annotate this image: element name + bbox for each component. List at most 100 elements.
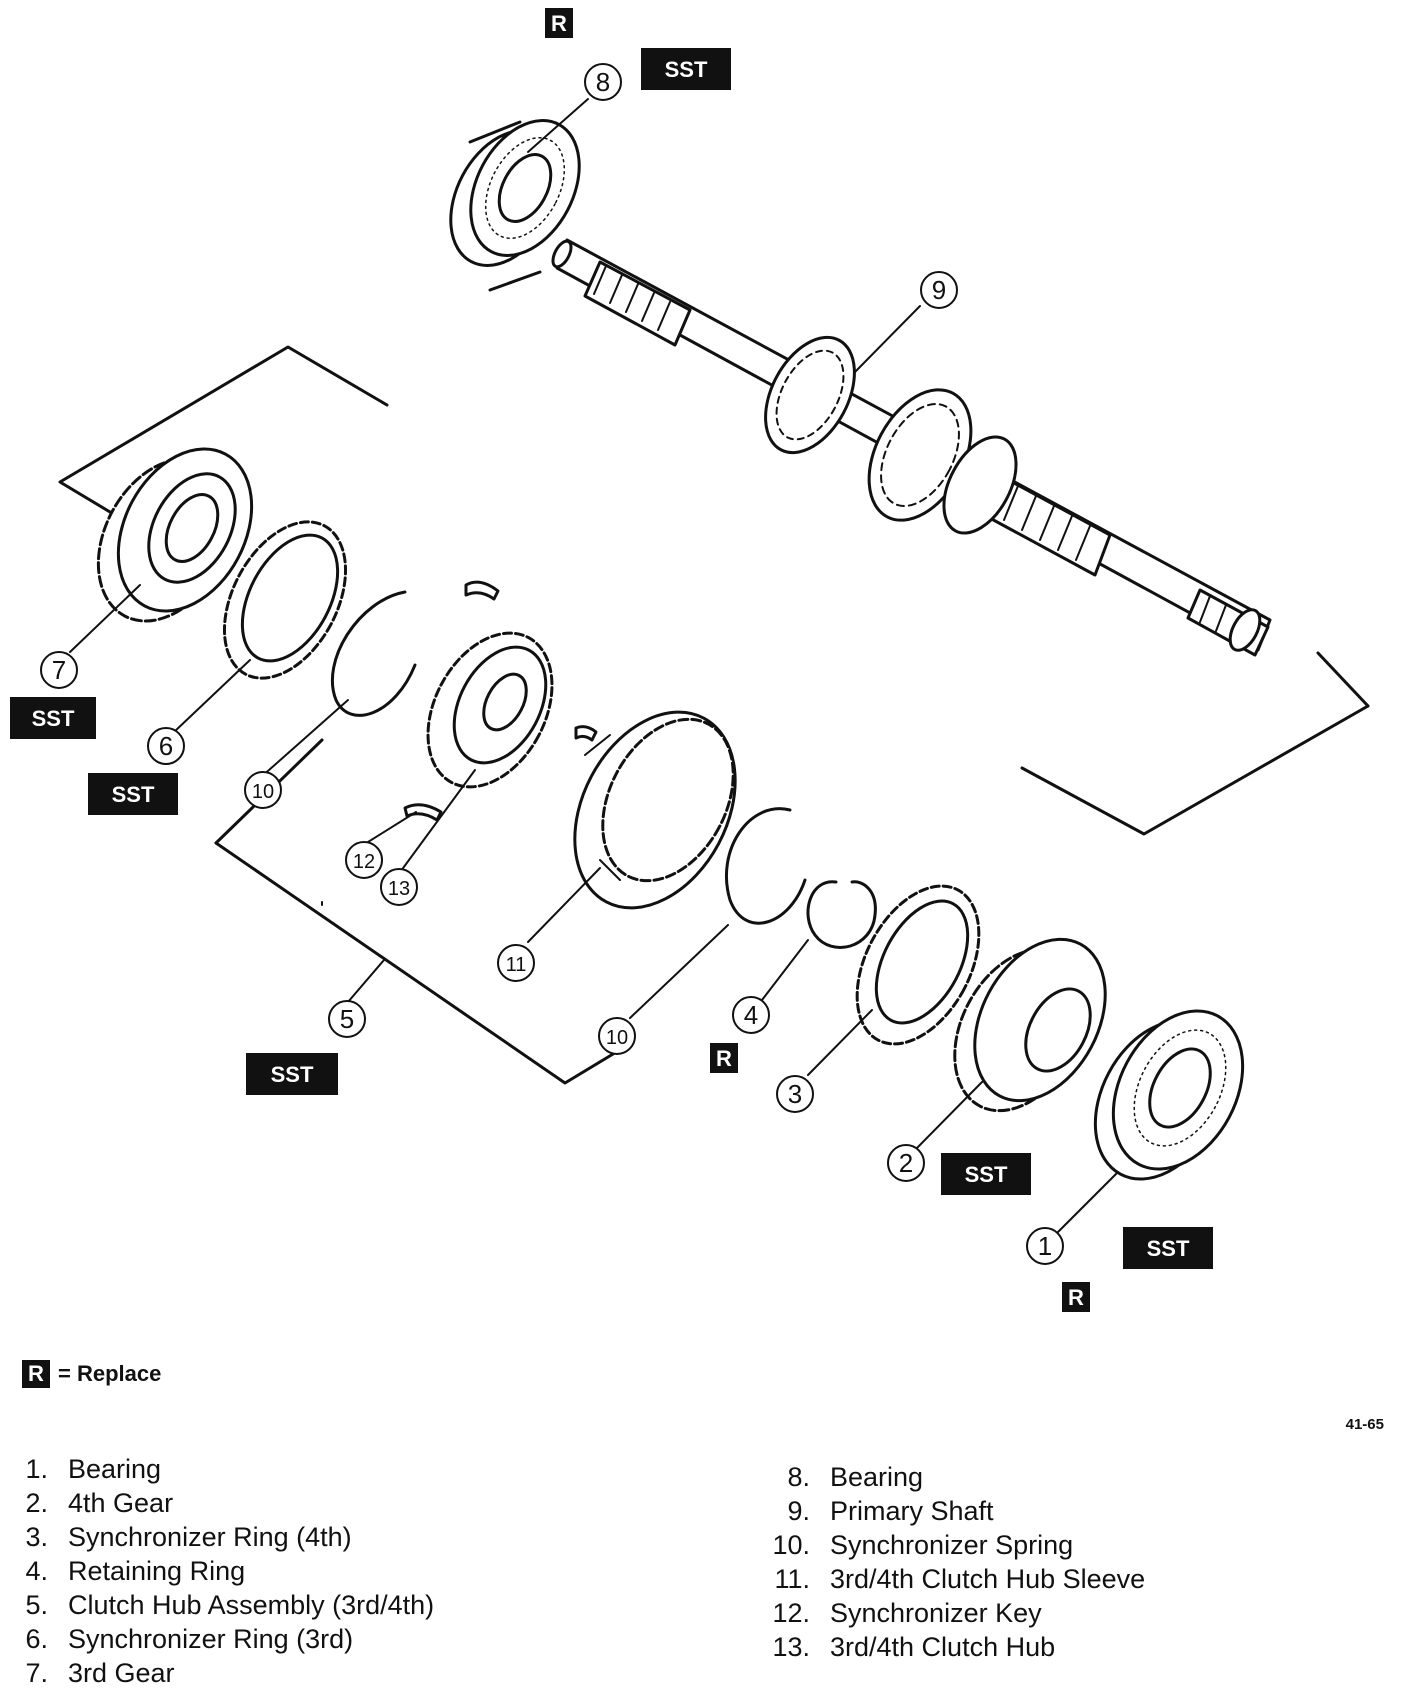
svg-text:SST: SST [665,57,708,82]
part-name: 3rd/4th Clutch Hub [830,1631,1056,1662]
svg-text:R: R [551,11,567,36]
fourth-gear-2 [953,937,1107,1113]
part-name: Bearing [830,1461,924,1492]
parts-list-right: 8. Bearing 9. Primary Shaft 10.Synchronize… [752,1460,1145,1664]
svg-text:SST: SST [965,1162,1008,1187]
svg-text:R: R [1068,1285,1084,1310]
synchronizer-spring-10a [330,590,417,717]
part-name: Clutch Hub Assembly (3rd/4th) [68,1589,435,1620]
clutch-hub-13 [426,631,554,789]
clutch-hub-sleeve-11 [573,710,737,910]
parts-list-left: 1. Bearing 2. 4th Gear 3. Synchronizer Ring… [0,1452,434,1690]
parts-list-item: 10.Synchronizer Spring [752,1528,1145,1562]
svg-text:8: 8 [596,67,610,97]
callout-2: 2 [887,1144,925,1182]
part-number: 13. [772,1631,810,1662]
sst-badge-ring-6: SST [88,773,178,815]
callout-4: 4 [732,996,770,1034]
parts-list-item: 8. Bearing [752,1460,1145,1494]
callout-8: 8 [584,63,622,101]
svg-text:12: 12 [353,851,375,873]
parts-list-item: 11. 3rd/4th Clutch Hub Sleeve [752,1562,1145,1596]
callout-10a: 10 [244,771,282,809]
svg-text:R: R [716,1046,732,1071]
svg-text:5: 5 [340,1004,354,1034]
svg-text:10: 10 [606,1027,628,1049]
part-name: Synchronizer Key [830,1597,1042,1628]
third-gear-7 [96,447,254,623]
part-name: 4th Gear [68,1487,174,1518]
bearing-8 [449,119,581,292]
replace-badge-ring-4: R [710,1043,738,1073]
svg-text:SST: SST [1147,1236,1190,1261]
part-name: 3rd Gear [68,1657,175,1688]
parts-list-item: 7. 3rd Gear [0,1656,434,1690]
svg-text:1: 1 [1038,1231,1052,1261]
part-number: 12. [772,1597,810,1628]
part-number: 5. [25,1589,48,1620]
parts-list-item: 9. Primary Shaft [752,1494,1145,1528]
parts-list-item: 4. Retaining Ring [0,1554,434,1588]
part-number: 7. [25,1657,48,1688]
svg-text:7: 7 [52,655,66,685]
sst-badge-gear-2: SST [941,1153,1031,1195]
svg-text:4: 4 [744,1000,758,1030]
part-name: Synchronizer Spring [830,1529,1074,1560]
svg-text:2: 2 [899,1148,913,1178]
sst-badge-bearing-1: SST [1123,1227,1213,1269]
replace-legend: R = Replace [22,1360,161,1388]
callout-9: 9 [920,271,958,309]
figure-number: 41-65 [1345,1416,1384,1433]
svg-text:9: 9 [932,275,946,305]
part-name: Synchronizer Ring (4th) [68,1521,352,1552]
parts-list-item: 3. Synchronizer Ring (4th) [0,1520,434,1554]
part-name: Synchronizer Ring (3rd) [68,1623,354,1654]
svg-text:SST: SST [271,1062,314,1087]
part-name: Bearing [68,1453,162,1484]
callout-5: 5 [328,1000,366,1038]
bearing-1 [1093,1009,1245,1181]
callout-6: 6 [147,727,185,765]
part-name: Primary Shaft [830,1495,994,1526]
part-number: 11. [774,1563,810,1594]
replace-badge-bearing-1: R [1062,1282,1090,1312]
svg-text:11: 11 [506,954,527,976]
parts-list-item: 13. 3rd/4th Clutch Hub [752,1630,1145,1664]
synchronizer-ring-4th-3 [855,884,981,1046]
callout-12: 12 [345,841,383,879]
synchronizer-spring-10b [724,807,807,925]
callout-1: 1 [1026,1227,1064,1265]
assembly-bracket-lines [58,345,1370,1085]
part-number: 8. [787,1461,810,1492]
primary-shaft-9 [551,238,1272,657]
part-number: 1. [25,1453,48,1484]
svg-text:3: 3 [788,1079,802,1109]
sst-badge-bearing-8: SST [641,48,731,90]
svg-text:13: 13 [388,878,410,900]
part-name: 3rd/4th Clutch Hub Sleeve [830,1563,1146,1594]
synchronizer-ring-3rd-6 [222,520,348,680]
callout-13: 13 [380,868,418,906]
part-number: 2. [25,1487,48,1518]
part-name: Retaining Ring [68,1555,246,1586]
callout-10b: 10 [598,1017,636,1055]
callout-7: 7 [40,651,78,689]
retaining-ring-4 [806,880,877,949]
leader-lines [69,98,1119,1233]
replace-badge-bearing-8: R [545,8,573,38]
synchronizer-keys-12 [403,580,598,822]
sst-badge-gear-7: SST [10,697,96,739]
svg-text:10: 10 [252,781,274,803]
replace-legend-text: = Replace [58,1361,162,1386]
svg-text:SST: SST [32,706,75,731]
callout-11: 11 [497,944,535,982]
sst-badge-hub-5: SST [246,1053,338,1095]
parts-list-item: 12. Synchronizer Key [752,1596,1145,1630]
parts-list-item: 1. Bearing [0,1452,434,1486]
part-number: 6. [25,1623,48,1654]
part-number: 4. [25,1555,48,1586]
part-number: 3. [25,1521,48,1552]
replace-legend-symbol: R [22,1360,50,1388]
part-number: 9. [787,1495,810,1526]
parts-list-item: 2. 4th Gear [0,1486,434,1520]
